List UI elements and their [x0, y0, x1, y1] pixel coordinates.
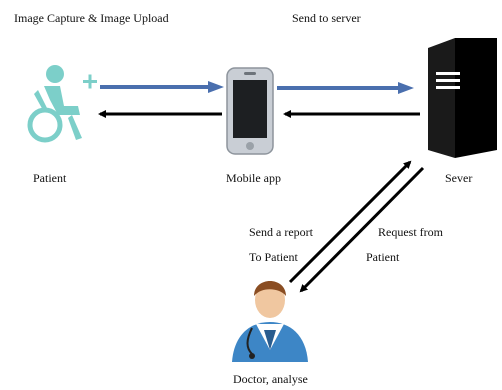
server-label: Sever: [445, 171, 473, 185]
patient-mobile-arrows: [98, 81, 224, 118]
request-label-line1: Request from: [378, 225, 443, 239]
mobile-app-label: Mobile app: [226, 171, 281, 185]
send-report-label-line2: To Patient: [249, 250, 298, 264]
patient-label: Patient: [33, 171, 67, 185]
doctor-label: Doctor, analyse: [233, 372, 308, 386]
doctor-server-arrows: [288, 160, 425, 293]
request-label-line2: Patient: [366, 250, 400, 264]
send-server-label: Send to server: [292, 11, 361, 25]
capture-label: Image Capture & Image Upload: [14, 11, 169, 25]
doctor-icon: [232, 281, 308, 362]
mobile-server-arrows: [277, 82, 420, 118]
wheelchair-patient-icon: [27, 65, 97, 143]
send-report-label-line1: Send a report: [249, 225, 313, 239]
smartphone-icon: [226, 67, 274, 155]
server-tower-icon: [428, 38, 497, 158]
